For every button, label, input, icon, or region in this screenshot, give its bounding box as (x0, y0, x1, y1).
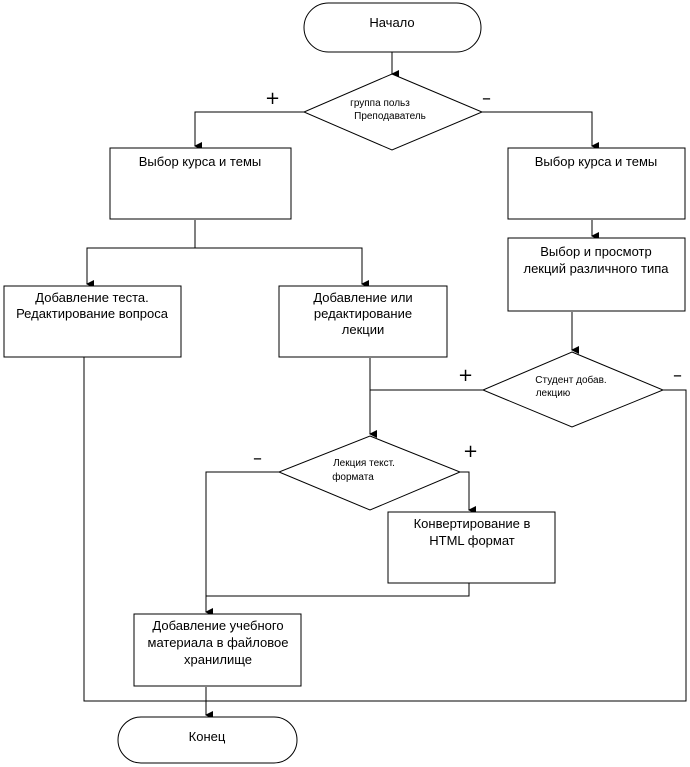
sign-plus-format: + (463, 441, 478, 462)
add-material-line3: хранилище (184, 652, 252, 667)
convert-html-line2: HTML формат (429, 533, 515, 548)
arrow-to-add-lecture (195, 247, 369, 288)
start-label: Начало (369, 15, 414, 30)
add-test-line2: Редактирование вопроса (16, 306, 169, 321)
connectors (83, 52, 687, 719)
decision-user-group-line2: Преподаватель (354, 111, 426, 122)
sign-plus-user-group: + (265, 88, 280, 109)
add-edit-lecture-line2: редактирование (314, 306, 412, 321)
sign-minus-format: – (253, 448, 262, 469)
end-label: Конец (189, 729, 226, 744)
decision-user-group-line1: группа польз (350, 98, 410, 109)
view-lectures-line1: Выбор и просмотр (540, 244, 651, 259)
end-terminal (117, 716, 298, 764)
add-edit-lecture-line1: Добавление или (313, 290, 412, 305)
line-student-minus (206, 389, 687, 702)
left-select-course-box (109, 147, 292, 220)
decision-user-group (302, 73, 484, 151)
view-lectures-box (507, 237, 686, 312)
decision-student-added (481, 351, 665, 428)
line-add-test-merge (83, 357, 206, 702)
add-test-box (3, 285, 182, 358)
add-material-box (133, 613, 302, 687)
add-edit-lecture-box (278, 285, 448, 358)
arrow-decision-minus (482, 111, 599, 150)
decision-text-format (277, 435, 462, 511)
view-lectures-line2: лекций различного типа (523, 261, 669, 276)
arrow-format-minus (205, 471, 279, 616)
convert-html-line1: Конвертирование в (414, 516, 531, 531)
line-convert-merge (206, 583, 470, 597)
arrow-decision-plus (194, 111, 304, 150)
decision-format-line2: формата (332, 471, 374, 483)
add-material-line1: Добавление учебного (152, 618, 283, 633)
arrow-format-plus (460, 471, 476, 514)
start-terminal (303, 2, 482, 53)
add-material-line2: материала в файловое (148, 635, 289, 650)
decision-student-line2: лекцию (536, 388, 571, 399)
decision-format-line1: Лекция текст. (333, 458, 395, 469)
right-select-course-label: Выбор курса и темы (535, 154, 657, 169)
arrow-to-add-test (86, 220, 196, 288)
sign-plus-student: + (458, 365, 473, 386)
add-test-line1: Добавление теста. (35, 290, 148, 305)
right-select-course-box (507, 147, 686, 220)
sign-minus-student: – (673, 365, 682, 386)
convert-html-box (387, 511, 556, 584)
decision-student-line1: Студент добав. (535, 374, 606, 386)
sign-minus-user-group: – (482, 88, 491, 109)
left-select-course-label: Выбор курса и темы (139, 154, 261, 169)
add-edit-lecture-line3: лекции (342, 322, 384, 337)
